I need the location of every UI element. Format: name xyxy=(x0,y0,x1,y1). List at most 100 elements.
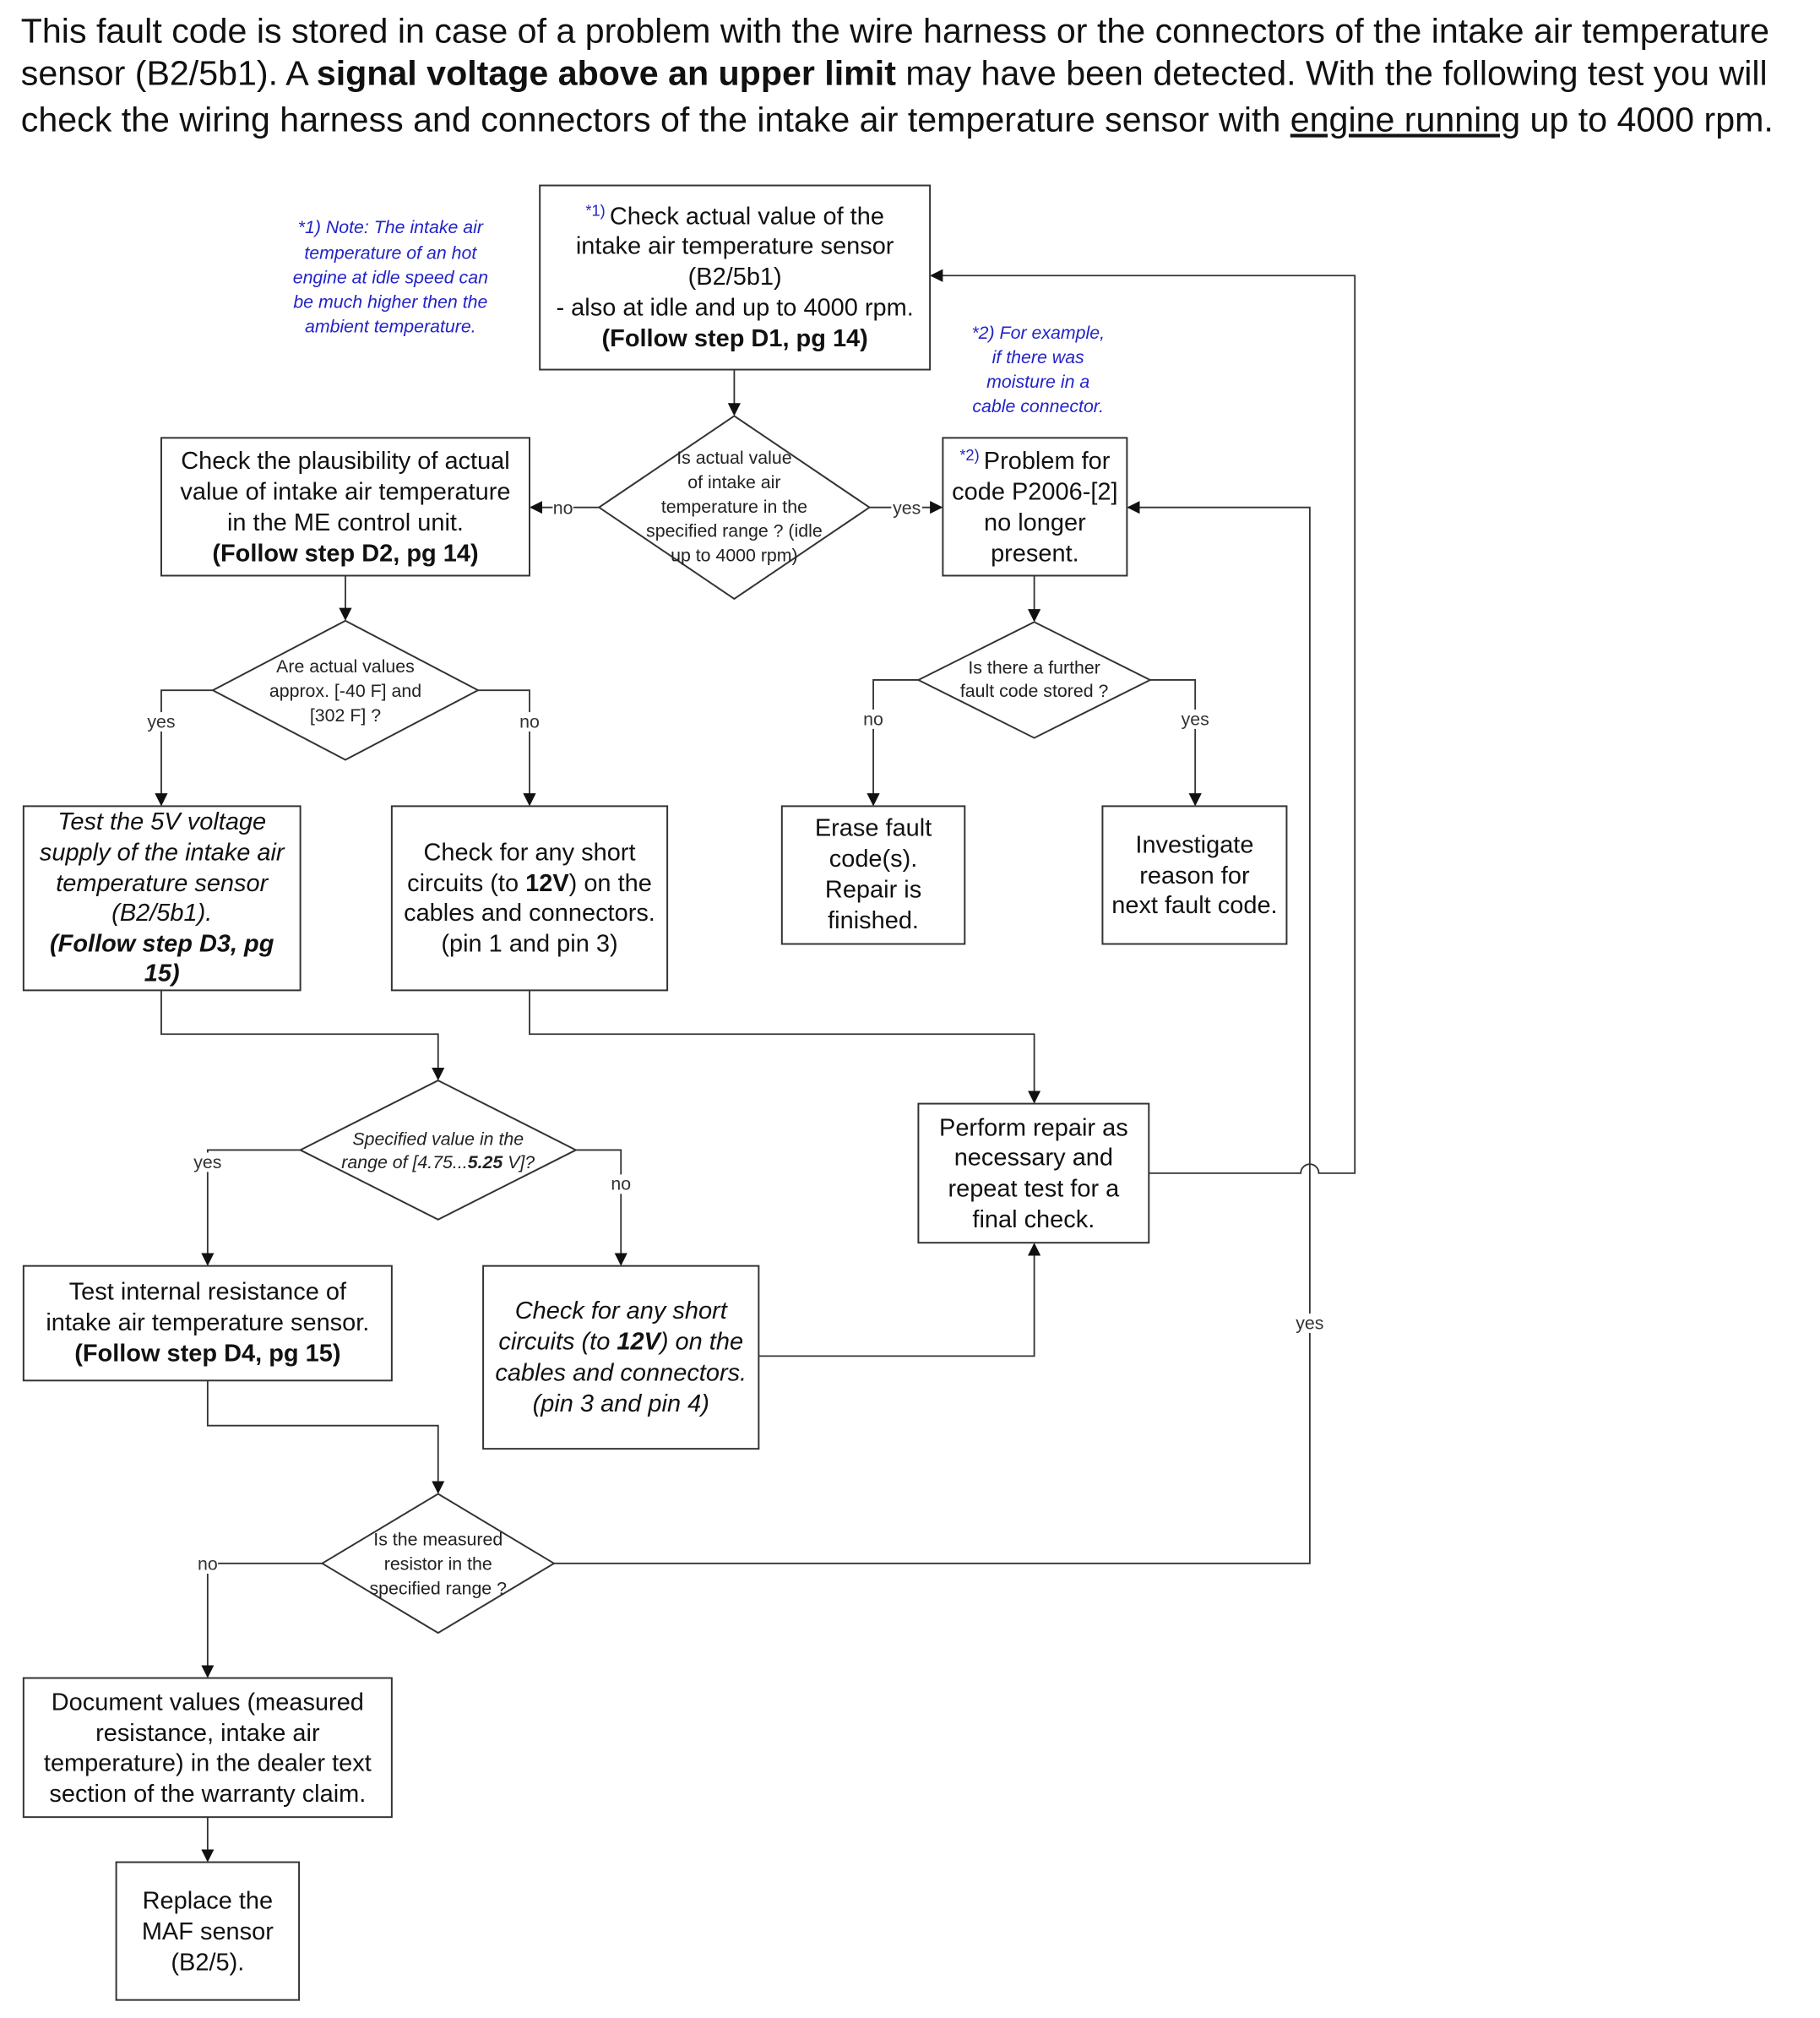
text-segment: no longer xyxy=(984,509,1086,536)
q-further-code-line: Is there a further xyxy=(968,657,1100,677)
text-segment: (Follow step D2, pg 14) xyxy=(212,541,478,568)
text-segment: reason for xyxy=(1139,862,1250,889)
connector-arrow xyxy=(478,689,536,807)
connector-arrow xyxy=(529,990,1041,1104)
replace-maf-line: (B2/5). xyxy=(171,1950,244,1977)
q-voltage-range-line: Specified value in the xyxy=(352,1129,524,1149)
text-segment: temperature) in the dealer text xyxy=(44,1749,372,1776)
note1-line: *1) Note: The intake air xyxy=(298,217,484,237)
label-background xyxy=(891,498,922,518)
decision-q-values-approx xyxy=(210,619,481,761)
decision-q-further-code xyxy=(916,621,1153,739)
edge-label-yes: yes xyxy=(193,1152,221,1172)
text-segment: *1) xyxy=(585,201,609,219)
note1-line: be much higher then the xyxy=(293,291,487,312)
text-segment: Investigate xyxy=(1135,831,1253,858)
problem-gone-line: code P2006-[2] xyxy=(952,479,1117,506)
text-segment: Check for any short xyxy=(423,839,635,866)
problem-gone-line: no longer xyxy=(984,509,1086,536)
document-values-line: section of the warranty claim. xyxy=(49,1781,366,1808)
investigate-line: reason for xyxy=(1139,862,1250,889)
check-actual-line: (B2/5b1) xyxy=(688,264,782,291)
text-segment: Erase fault xyxy=(815,814,932,841)
text-segment: next fault code. xyxy=(1111,892,1277,919)
text-segment: may have been detected. With the followi… xyxy=(896,54,1768,93)
document-values-line: temperature) in the dealer text xyxy=(44,1749,372,1776)
erase-codes-line: code(s). xyxy=(829,846,918,873)
erase-codes-line: Erase fault xyxy=(815,814,932,841)
text-segment: 12V xyxy=(525,870,569,897)
perform-repair-line: necessary and xyxy=(954,1145,1113,1172)
label-background xyxy=(552,498,573,518)
text-segment: Test internal resistance of xyxy=(69,1278,347,1305)
q-resistor-range-line: resistor in the xyxy=(384,1553,492,1574)
q-further-code-line: fault code stored ? xyxy=(960,681,1109,701)
edge-label-no: no xyxy=(863,709,883,729)
text-segment: intake air temperature sensor xyxy=(576,232,894,259)
edge-label-yes: yes xyxy=(1182,709,1209,729)
text-segment: MAF sensor xyxy=(142,1918,274,1945)
check-short-1-3-line: circuits (to 12V) on the xyxy=(407,870,652,897)
check-actual-line: intake air temperature sensor xyxy=(576,232,894,259)
text-segment: (B2/5b1) xyxy=(688,264,782,291)
check-short-3-4-line: Check for any short xyxy=(515,1297,729,1324)
box-perform-repair xyxy=(917,1102,1150,1244)
text-segment: final check. xyxy=(972,1206,1095,1233)
connector-arrow xyxy=(201,1562,323,1678)
test-5v-line: Test the 5V voltage xyxy=(57,808,266,835)
text-segment: Check the plausibility of actual xyxy=(181,448,509,475)
label-background xyxy=(862,710,884,729)
test-resistance-line: (Follow step D4, pg 15) xyxy=(74,1340,340,1367)
decision-q-voltage-range xyxy=(298,1080,579,1221)
edge-label-yes: yes xyxy=(893,498,921,518)
text-segment: - also at idle and up to 4000 rpm. xyxy=(557,295,914,322)
q-values-approx-line: approx. [-40 F] and xyxy=(269,681,421,701)
box-check-plausibility xyxy=(160,437,530,577)
note1-line: ambient temperature. xyxy=(305,316,476,336)
test-resistance-line: Test internal resistance of xyxy=(69,1278,347,1305)
label-background xyxy=(145,712,177,732)
problem-gone-line: *2) Problem for xyxy=(959,445,1110,474)
edge-label-yes: yes xyxy=(147,711,175,732)
connector-arrow xyxy=(867,679,919,807)
edge-label-no: no xyxy=(198,1553,218,1574)
edge-label-no: no xyxy=(611,1174,631,1194)
text-segment: circuits (to xyxy=(407,870,525,897)
check-plausibility-line: in the ME control unit. xyxy=(227,509,464,536)
text-segment: up to 4000 rpm. xyxy=(1520,101,1774,139)
text-segment: ) on the xyxy=(658,1329,743,1356)
document-values-line: Document values (measured xyxy=(52,1689,364,1716)
label-background xyxy=(197,1554,219,1575)
box-problem-gone xyxy=(942,437,1128,577)
text-segment: engine running xyxy=(1290,101,1520,139)
investigate-line: Investigate xyxy=(1135,831,1253,858)
text-segment: present. xyxy=(991,541,1079,568)
text-segment: range of [4.75... xyxy=(341,1152,467,1172)
box-check-actual xyxy=(539,184,932,371)
text-segment: intake air temperature sensor. xyxy=(46,1309,369,1336)
decision-q-resistor-range xyxy=(320,1493,556,1635)
text-segment: Test the 5V voltage xyxy=(57,808,266,835)
text-segment: value of intake air temperature xyxy=(180,479,510,506)
text-segment: finished. xyxy=(828,907,919,934)
box-investigate xyxy=(1101,805,1288,945)
check-actual-line: - also at idle and up to 4000 rpm. xyxy=(557,295,914,322)
q-in-range-line: specified range ? (idle xyxy=(646,521,823,541)
text-segment: Document values (measured xyxy=(52,1689,364,1716)
note2-line: if there was xyxy=(992,347,1084,367)
intro-line: check the wiring harness and connectors … xyxy=(21,101,1774,139)
box-test-5v xyxy=(22,805,302,992)
connector-arrow xyxy=(758,1243,1041,1357)
perform-repair-line: Perform repair as xyxy=(939,1115,1128,1142)
intro-line: sensor (B2/5b1). A signal voltage above … xyxy=(21,54,1768,93)
edge-label-yes: yes xyxy=(1296,1313,1323,1333)
text-segment: V]? xyxy=(503,1152,535,1172)
text-segment: cables and connectors. xyxy=(495,1359,747,1386)
test-5v-line: (B2/5b1). xyxy=(111,900,212,927)
label-background xyxy=(192,1152,224,1172)
text-segment: (pin 3 and pin 4) xyxy=(533,1390,709,1417)
check-short-1-3-line: (pin 1 and pin 3) xyxy=(441,931,617,958)
check-short-3-4-line: (pin 3 and pin 4) xyxy=(533,1390,709,1417)
text-segment: (B2/5b1). xyxy=(111,900,212,927)
check-plausibility-line: (Follow step D2, pg 14) xyxy=(212,541,478,568)
